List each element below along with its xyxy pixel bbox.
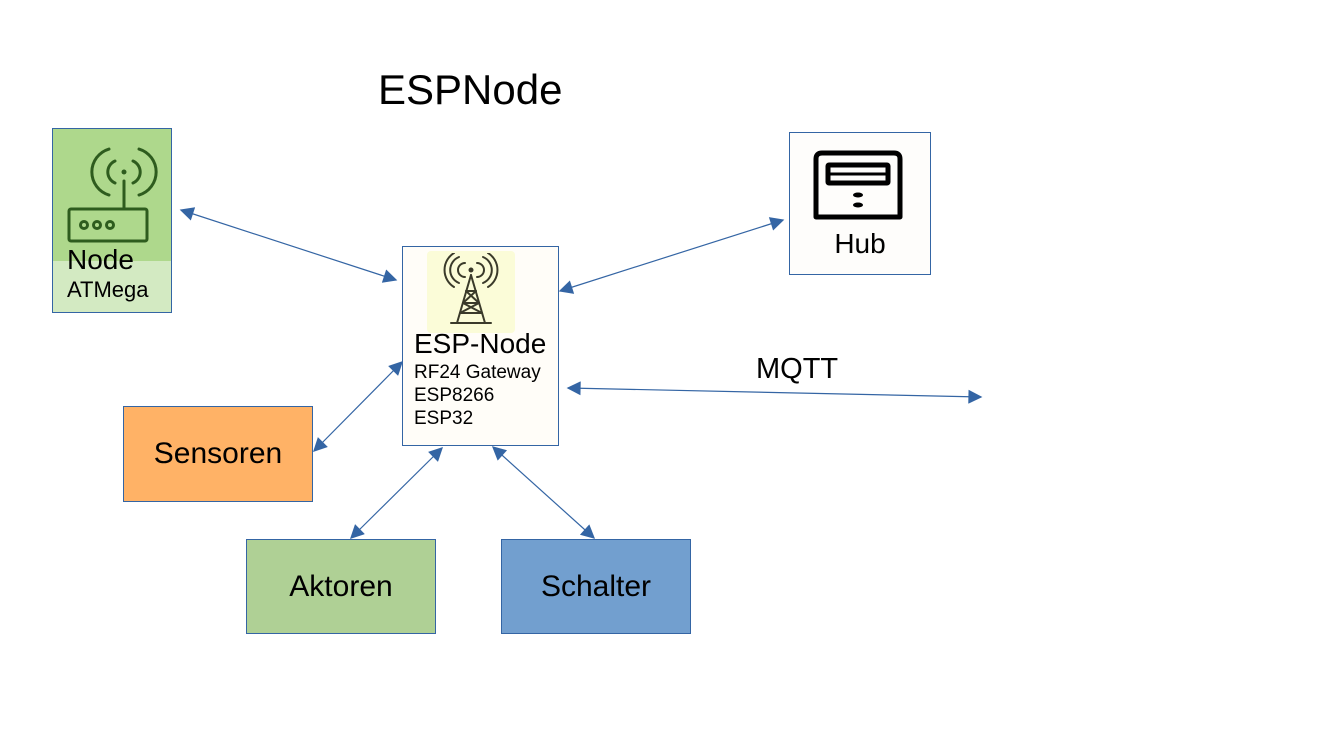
esp-node-line-rf24: RF24 Gateway xyxy=(414,362,541,383)
radio-tower-icon xyxy=(443,253,499,324)
sensoren-box: Sensoren xyxy=(123,406,313,502)
esp-node-line-esp8266: ESP8266 xyxy=(414,385,495,406)
arrow-schalter-esp xyxy=(491,446,596,539)
esp-node-box: ESP-Node RF24 Gateway ESP8266 ESP32 xyxy=(402,246,559,446)
schalter-box: Schalter xyxy=(501,539,691,634)
mqtt-label: MQTT xyxy=(756,353,839,385)
hub-device-icon xyxy=(813,150,903,220)
arrow-esp-mqtt xyxy=(566,381,983,404)
hub-box: Hub xyxy=(789,132,931,275)
node-title: Node xyxy=(67,244,134,275)
diagram-title: ESPNode xyxy=(378,66,563,113)
sensoren-label: Sensoren xyxy=(153,437,283,470)
schalter-label: Schalter xyxy=(540,569,652,603)
esp-node-title: ESP-Node xyxy=(414,328,547,359)
hub-label: Hub xyxy=(834,228,886,259)
wireless-router-icon xyxy=(67,147,158,243)
esp-node-line-esp32: ESP32 xyxy=(414,408,474,429)
arrow-sensoren-esp xyxy=(313,361,403,452)
node-subtitle: ATMega xyxy=(67,277,149,302)
aktoren-box: Aktoren xyxy=(246,539,436,634)
arrow-node-esp xyxy=(179,207,398,283)
node-box: Node ATMega xyxy=(52,128,172,313)
arrow-esp-hub xyxy=(558,217,785,294)
node-box-header xyxy=(53,129,171,261)
arrow-aktoren-esp xyxy=(350,447,443,539)
aktoren-label: Aktoren xyxy=(289,569,393,603)
